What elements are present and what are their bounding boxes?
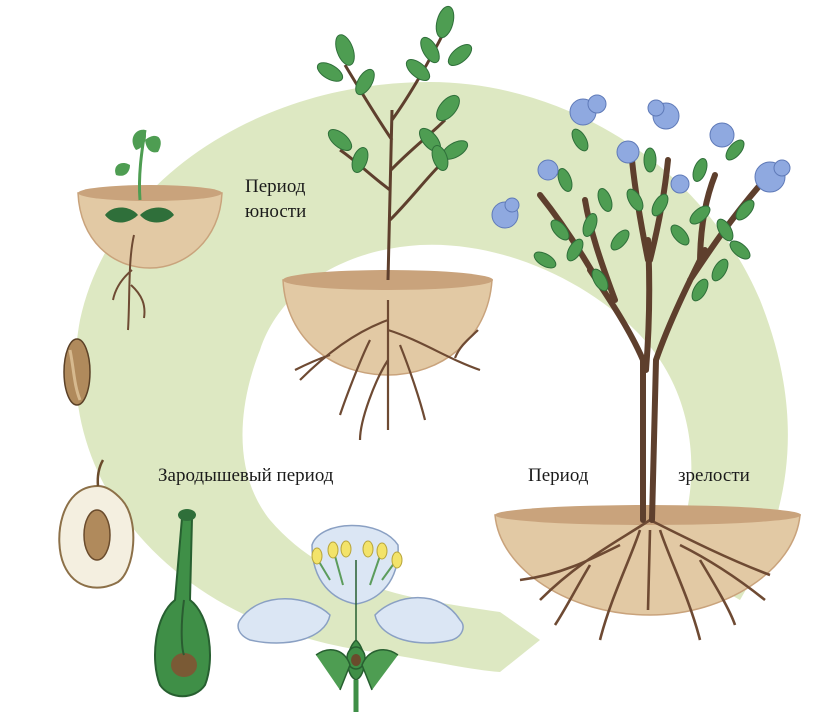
maturity-period-label-word2: зрелости (678, 465, 750, 486)
fruit-cross-section-icon (58, 459, 135, 589)
youth-period-label-line2: юности (245, 201, 307, 222)
mature-tree-icon (491, 94, 801, 641)
cycle-band (75, 82, 788, 672)
embryonic-period-label: Зародышевый период (158, 465, 334, 486)
seed-icon (63, 338, 91, 406)
seedling-icon (77, 129, 223, 331)
flower-icon (237, 524, 464, 712)
pistil-icon (154, 509, 211, 698)
young-tree-icon (282, 5, 493, 441)
maturity-period-label-word1: Период (528, 465, 589, 486)
youth-period-label-line1: Период (245, 176, 306, 197)
